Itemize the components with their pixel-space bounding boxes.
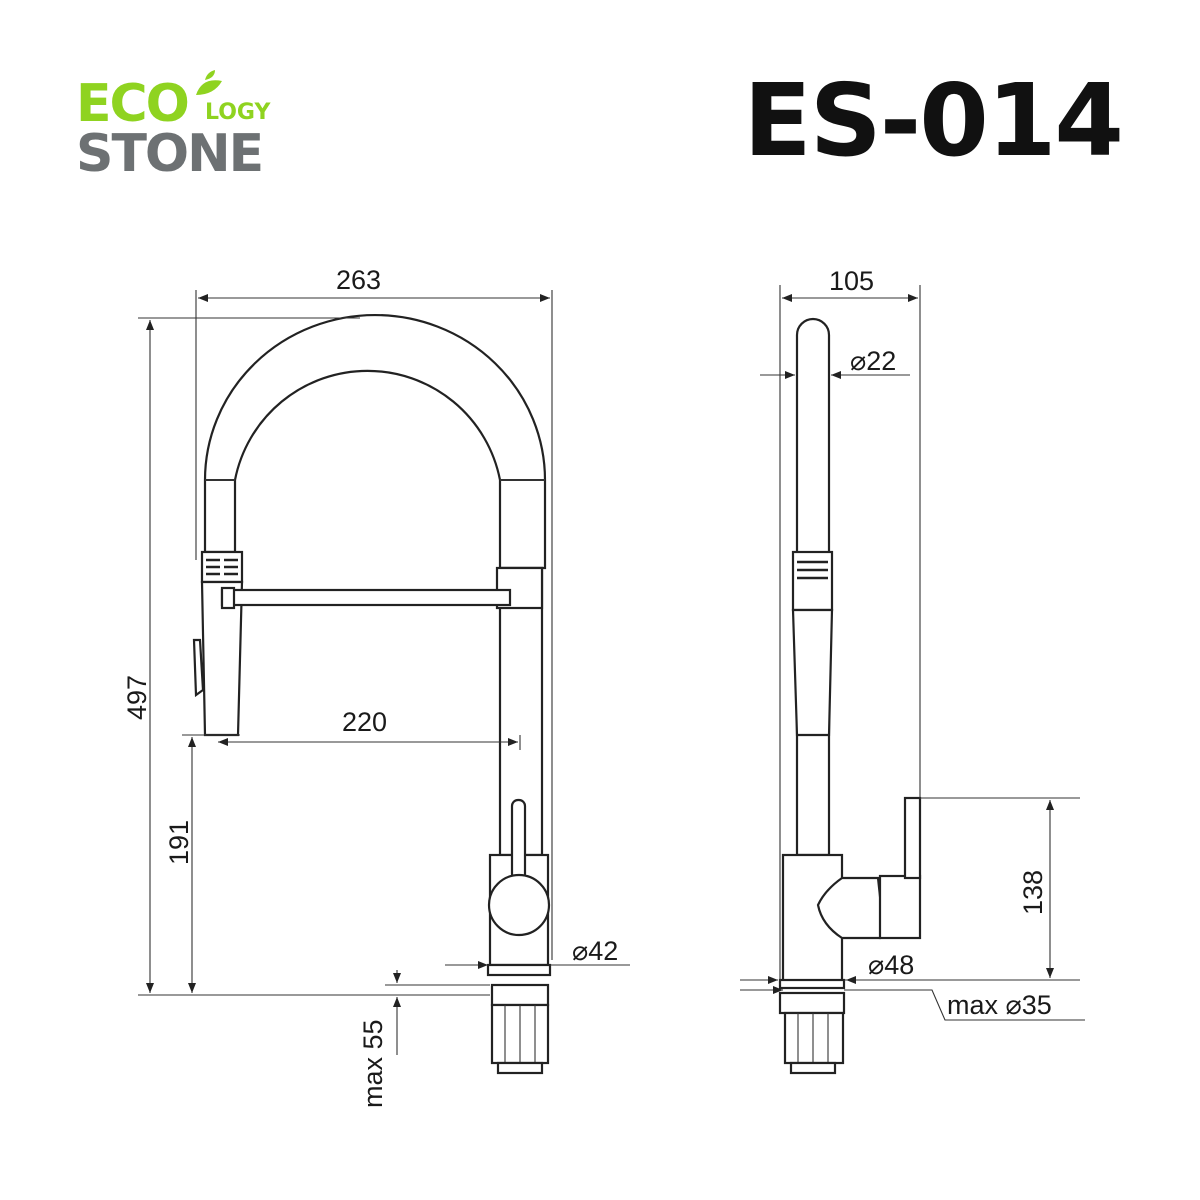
dimension-reach: 220: [342, 707, 387, 737]
dimension-spout-height: 191: [164, 820, 194, 865]
dimension-depth: 105: [829, 266, 874, 296]
dimension-handle-height: 138: [1018, 870, 1048, 915]
logo-eco-text: ECO: [76, 74, 190, 134]
dimension-base-diameter: ⌀42: [572, 936, 618, 966]
dimension-max-thickness: max 55: [358, 1019, 388, 1108]
model-number: ES-014: [743, 62, 1124, 179]
front-view-faucet: [192, 313, 552, 1075]
front-view-dimensions: 263 497 191 220 ⌀42 max 55: [122, 265, 630, 1108]
side-view-dimensions: 105 ⌀22 138 ⌀48 max ⌀35: [740, 266, 1085, 1021]
dimension-spout-diameter: ⌀22: [850, 346, 896, 376]
logo-logy-text: LOGY: [205, 100, 271, 125]
dimension-width: 263: [336, 265, 381, 295]
dimension-height: 497: [122, 675, 152, 720]
logo-stone-text: STONE: [76, 124, 264, 184]
dimension-hole-diameter: max ⌀35: [947, 990, 1052, 1020]
side-view-faucet: [778, 317, 922, 1075]
dimension-body-diameter: ⌀48: [868, 950, 914, 980]
